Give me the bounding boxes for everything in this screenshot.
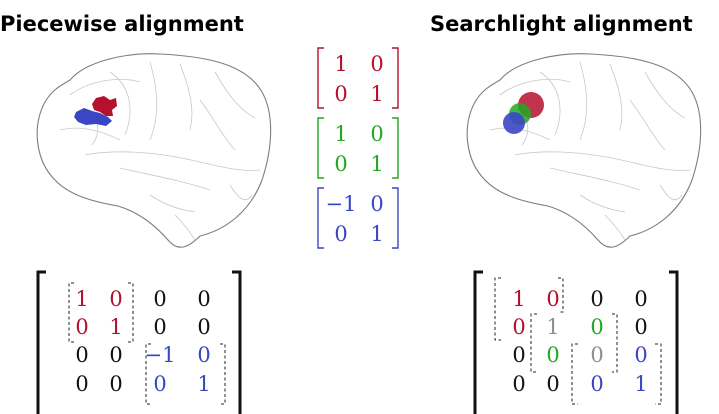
small-matrix-left-bracket	[317, 47, 324, 109]
big-matrix-cell: 0	[634, 287, 647, 311]
small-matrix-cell: 1	[334, 52, 347, 76]
blue-brain-region	[74, 108, 112, 126]
big-matrix-cell: 1	[546, 315, 559, 339]
big-matrix-cell: 0	[590, 315, 603, 339]
block-dashed-box	[145, 343, 226, 405]
small-matrix-cell: 0	[370, 52, 383, 76]
big-matrix-cell: 0	[634, 315, 647, 339]
big-matrix-cell: 0	[153, 287, 166, 311]
left-brain	[36, 53, 272, 248]
big-matrix-left-bracket	[473, 270, 483, 414]
big-matrix-cell: 0	[75, 343, 88, 367]
small-matrix-cell: 1	[334, 122, 347, 146]
big-matrix-cell: 0	[546, 287, 559, 311]
big-matrix-cell: 0	[512, 372, 525, 396]
small-matrix-cell: 0	[370, 192, 383, 216]
big-matrix-cell: 0	[75, 372, 88, 396]
big-matrix-cell: 1	[634, 372, 647, 396]
big-matrix-cell: 0	[546, 343, 559, 367]
big-matrix-cell: 0	[512, 343, 525, 367]
searchlight-title: Searchlight alignment	[430, 12, 693, 36]
big-matrix-cell: 1	[75, 287, 88, 311]
big-matrix-cell: 0	[109, 287, 122, 311]
blue-searchlight-sphere	[503, 112, 525, 134]
big-matrix-cell: 0	[109, 343, 122, 367]
piecewise-title: Piecewise alignment	[0, 12, 244, 36]
small-matrix-cell: 0	[334, 82, 347, 106]
block-dashed-box	[530, 313, 618, 373]
big-matrix-right-bracket	[232, 270, 242, 414]
small-matrix-cell: −1	[326, 192, 357, 216]
big-matrix-cell: 0	[197, 343, 210, 367]
small-matrix-right-bracket	[392, 47, 399, 109]
big-matrix-cell: 0	[590, 372, 603, 396]
big-matrix-left-bracket	[36, 270, 46, 414]
big-matrix-cell: 0	[109, 372, 122, 396]
big-matrix-cell: 0	[590, 287, 603, 311]
small-matrix-cell: 0	[334, 222, 347, 246]
small-matrix-cell: 0	[370, 122, 383, 146]
big-matrix-cell: −1	[145, 343, 176, 367]
small-matrix-left-bracket	[317, 187, 324, 249]
small-matrix-cell: 0	[334, 152, 347, 176]
big-matrix-cell: 0	[512, 315, 525, 339]
small-matrix-cell: 1	[370, 82, 383, 106]
big-matrix-cell: 1	[512, 287, 525, 311]
big-matrix-cell: 0	[546, 372, 559, 396]
small-matrix-cell: 1	[370, 152, 383, 176]
small-matrix-left-bracket	[317, 117, 324, 179]
block-dashed-box	[494, 277, 564, 341]
small-matrix-right-bracket	[392, 117, 399, 179]
big-matrix-cell: 0	[153, 372, 166, 396]
big-matrix-cell: 0	[197, 287, 210, 311]
right-brain	[466, 53, 702, 248]
big-matrix-cell: 0	[75, 315, 88, 339]
block-dashed-box	[571, 343, 662, 405]
big-matrix-cell: 0	[590, 343, 603, 367]
big-matrix-cell: 0	[634, 343, 647, 367]
big-matrix-cell: 1	[109, 315, 122, 339]
red-brain-region	[92, 96, 117, 116]
block-dashed-box	[68, 282, 134, 343]
big-matrix-cell: 0	[153, 315, 166, 339]
big-matrix-right-bracket	[669, 270, 679, 414]
small-matrix-cell: 1	[370, 222, 383, 246]
small-matrix-right-bracket	[392, 187, 399, 249]
big-matrix-cell: 0	[197, 315, 210, 339]
big-matrix-cell: 1	[197, 372, 210, 396]
